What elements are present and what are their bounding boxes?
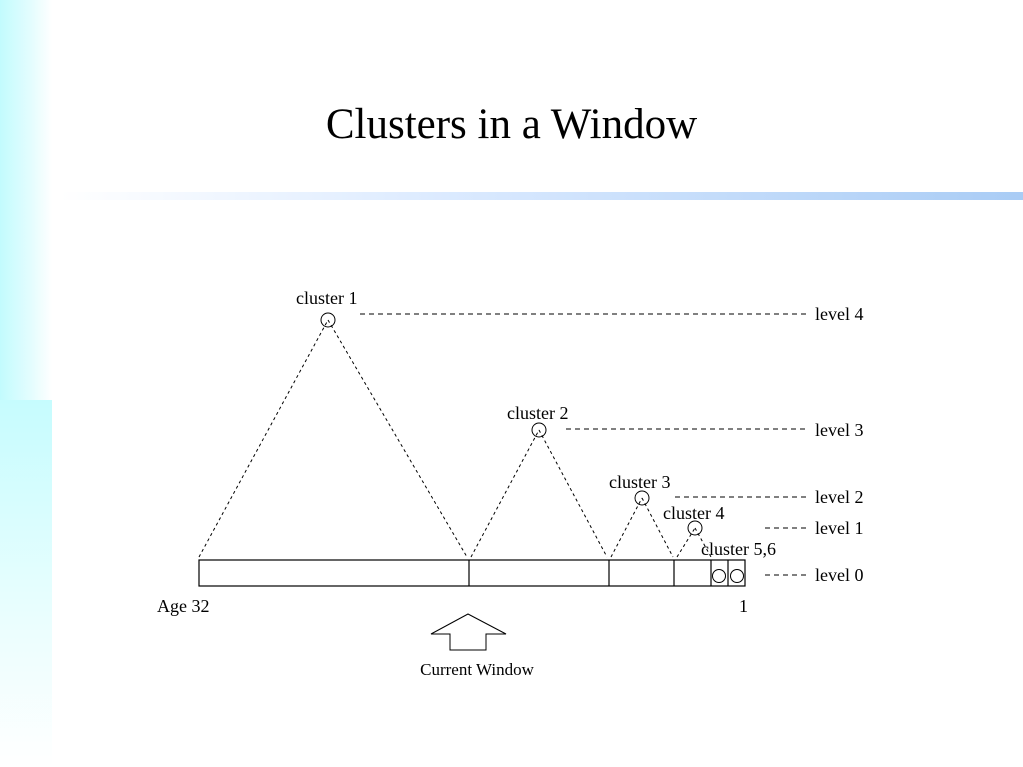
cluster-3-node: cluster 3 level 2 (609, 472, 863, 558)
level-4-label: level 4 (815, 304, 863, 324)
level-1-label: level 1 (815, 518, 863, 538)
age-oldest-label: Age 32 (157, 596, 210, 616)
cluster-5-6-nodes: cluster 5,6 level 0 (701, 539, 863, 585)
current-window-label: Current Window (420, 660, 534, 679)
cluster-2-node: cluster 2 level 3 (470, 403, 863, 558)
cluster-1-node: cluster 1 level 4 (198, 288, 863, 558)
cluster-3-label: cluster 3 (609, 472, 670, 492)
cluster-5-6-label: cluster 5,6 (701, 539, 776, 559)
title-underline (60, 192, 1023, 200)
left-accent-stripe-top (0, 0, 52, 400)
slide-title: Clusters in a Window (325, 101, 698, 148)
cluster-2-label: cluster 2 (507, 403, 568, 423)
age-newest-label: 1 (739, 596, 748, 616)
window-bar (198, 559, 746, 587)
level-2-label: level 2 (815, 487, 863, 507)
left-accent-stripe-bottom (0, 400, 52, 767)
cluster-4-label: cluster 4 (663, 503, 724, 523)
cluster-4-node: cluster 4 level 1 (663, 503, 863, 558)
cluster-1-label: cluster 1 (296, 288, 357, 308)
current-window-arrow (430, 613, 507, 651)
level-0-label: level 0 (815, 565, 863, 585)
level-3-label: level 3 (815, 420, 863, 440)
